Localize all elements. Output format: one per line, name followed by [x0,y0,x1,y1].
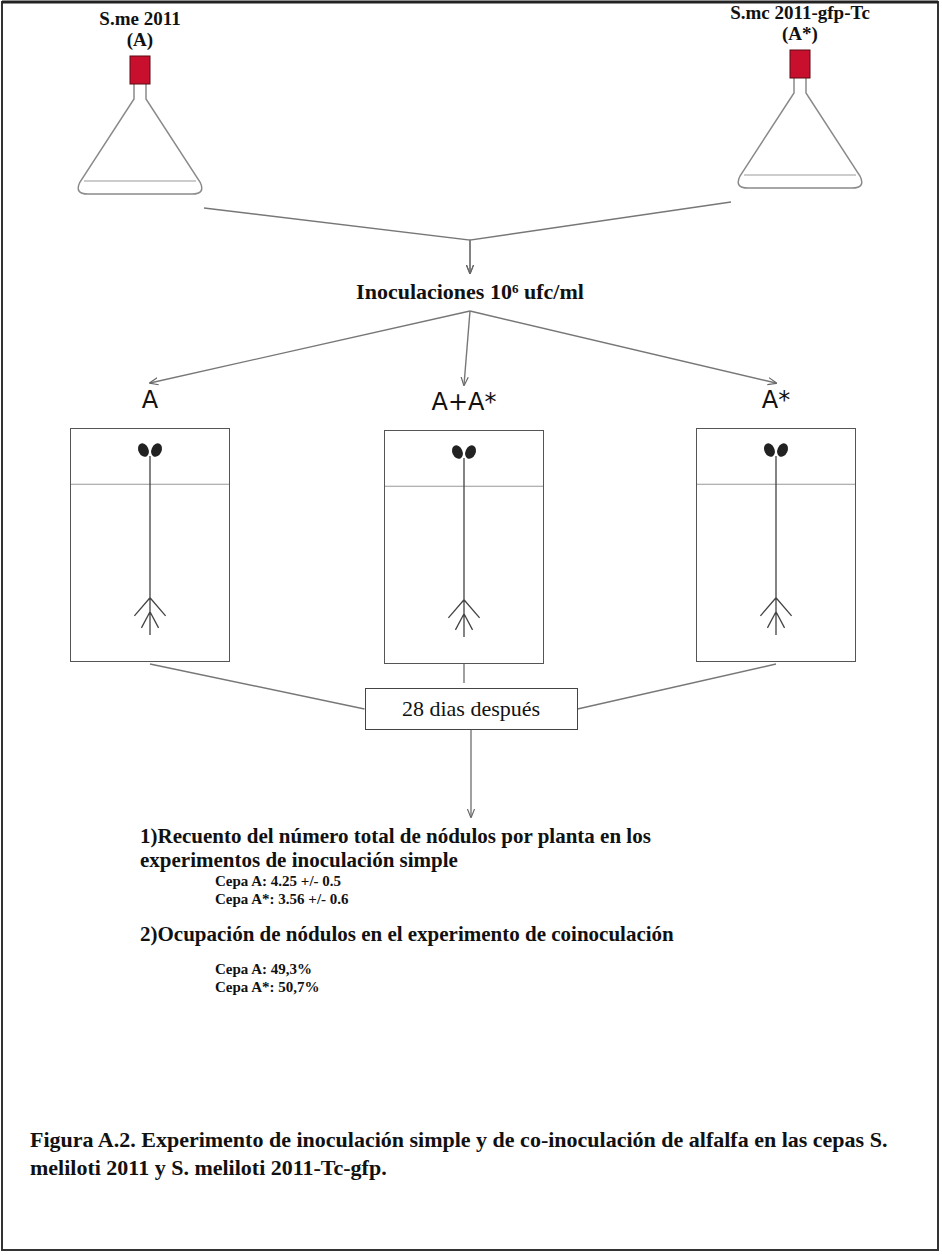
flask-body [78,84,202,194]
flow-connector [150,311,470,383]
treatment-label: A [70,385,230,415]
result-value: Cepa A*: 50,7% [215,978,740,996]
flow-connector [150,664,365,709]
flow-connector [464,311,470,385]
result-heading: 2)Ocupación de nódulos en el experimento… [140,922,740,946]
strain-code: (A*) [685,23,915,44]
cotyledon [463,444,478,461]
cotyledon [450,444,465,461]
results-block: 1)Recuento del número total de nódulos p… [140,822,740,996]
flow-connector [463,664,464,683]
step-label: Inoculaciones 10⁶ ufc/ml [280,278,660,306]
flask-body [738,78,862,188]
strain-name: S.mc 2011-gfp-Tc [685,2,915,23]
cotyledon [149,442,164,459]
flow-connector [470,202,731,273]
seedling-drawing [71,429,229,661]
cotyledon [136,442,151,459]
tube-outline [696,428,856,662]
figure-caption: Figura A.2. Experimento de inoculación s… [30,1126,910,1182]
flask-cap [790,50,810,78]
treatment-label: A+A* [384,387,544,417]
strain-flask: S.me 2011(A) [40,8,240,204]
liquid-level [744,174,856,175]
strain-code: (A) [40,29,240,50]
stem-roots [134,456,165,635]
inoculation-step: Inoculaciones 10⁶ ufc/ml [280,278,660,306]
seedling-drawing [385,431,543,663]
cotyledon [762,442,777,459]
time-box: 28 dias después [365,688,578,730]
stem-roots [760,456,791,635]
treatment-label: A* [696,385,856,415]
flow-connector [470,730,471,817]
flask-drawing [710,48,890,198]
strain-flask: S.mc 2011-gfp-Tc(A*) [685,2,915,198]
plant-tube: A* [696,385,856,662]
result-heading: 1)Recuento del número total de nódulos p… [140,824,740,872]
plant-tube: A [70,385,230,662]
flask-drawing [50,54,230,204]
cotyledon [775,442,790,459]
flow-connector [204,208,470,273]
seedling-drawing [697,429,855,661]
flow-connector [470,311,776,383]
strain-name: S.me 2011 [40,8,240,29]
tube-outline [70,428,230,662]
flow-connector [578,664,777,709]
tube-outline [384,430,544,664]
result-value: Cepa A: 49,3% [215,960,740,978]
time-label: 28 dias después [376,696,567,722]
result-value: Cepa A*: 3.56 +/- 0.6 [215,890,740,908]
plant-tube: A+A* [384,387,544,664]
result-value: Cepa A: 4.25 +/- 0.5 [215,872,740,890]
flask-cap [130,56,150,84]
stem-roots [448,458,479,637]
liquid-level [84,180,196,181]
